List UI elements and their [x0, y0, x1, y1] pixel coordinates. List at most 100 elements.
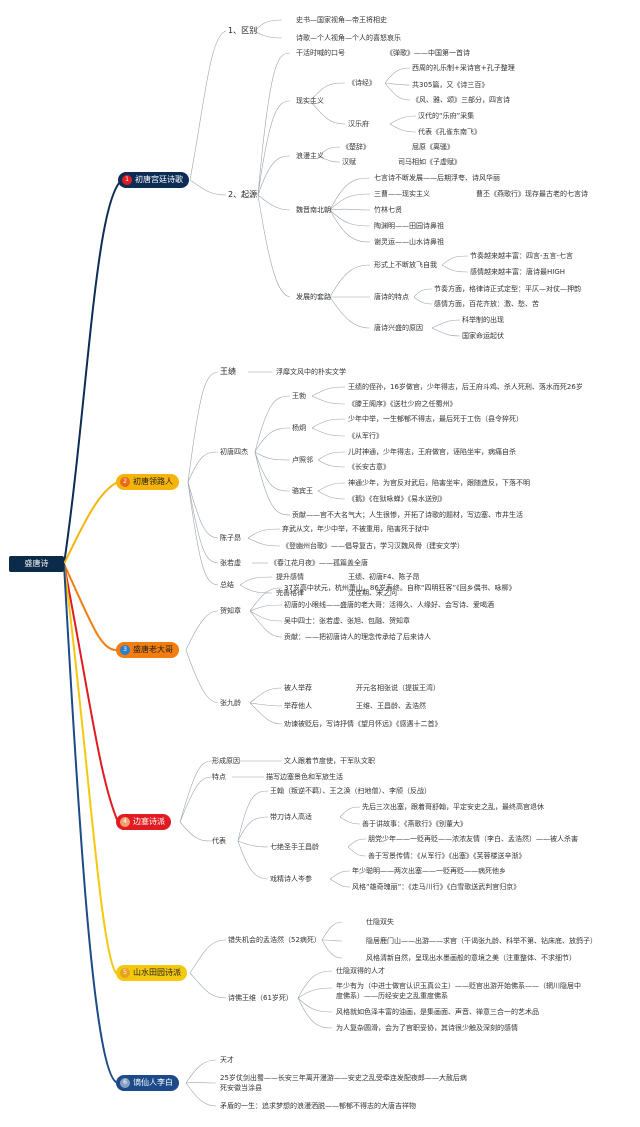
s6-c: 矛盾的一生：追求梦想的浪漫洒脱——郁郁不得志的大唐吉祥物	[220, 1102, 416, 1110]
s2-yang-b: 《从军行》	[348, 432, 383, 440]
s1-shijing-a: 西周的礼乐制+采诗官+孔子整理	[412, 64, 515, 72]
s2-yang: 杨炯	[292, 424, 306, 432]
s2-yang-a: 少年中举，一生郁郁不得志，最后死于工伤（县令猝死）	[348, 415, 523, 423]
s2-wangbo-b: 《滕王阁序》《送杜少府之任蜀州》	[348, 400, 457, 408]
s3-he: 贺知章	[220, 607, 241, 615]
s1-form: 形式上不断放飞自我	[374, 261, 437, 269]
s1-form-b: 感情越来越丰富：唐诗最HIGH	[470, 268, 566, 276]
s2-lu-a: 儿时神通，少年得志，王府做官，诬陷坐牢，病痛自杀	[348, 448, 516, 456]
s2-sum-b: 完善格律	[276, 589, 304, 597]
s2-sum-b2: 沈佺期、宋之问	[348, 589, 397, 597]
section-5-title: 山水田园诗派	[133, 968, 181, 977]
s1-form-a: 节奏越来越丰富：四言-五言-七言	[470, 252, 574, 260]
s2-zhang-a: 《春江花月夜》——孤篇盖全唐	[270, 559, 368, 567]
s3-zjl-c: 劝谏被贬后，写诗抒情《望月怀远》《感遇十二首》	[284, 720, 442, 728]
s1-dev: 发展的套路	[296, 293, 331, 301]
s1-hanfu: 汉赋	[342, 158, 356, 166]
s5-mhr-c: 风格清新自然，呈现出水墨画般的意境之美（注重整体、不求细节）	[366, 954, 576, 962]
s4-cause: 形成原因	[212, 757, 240, 765]
section-1-title: 初唐宫廷诗歌	[135, 175, 183, 184]
s4-feat: 特点	[212, 773, 226, 781]
s1-why-b: 国家命运起伏	[462, 332, 504, 340]
s1-slogan-a: 《弹歌》——中国第一首诗	[386, 49, 470, 57]
s1-why-a: 科举制的出现	[462, 316, 504, 324]
s4-wcl-a: 朋党少年——一贬再贬——浓浓友情（李白、孟浩然）——被人杀害	[368, 835, 578, 843]
s2-lu: 卢照邻	[292, 456, 313, 464]
s3-he-a: 37岁高中状元，杭州萧山，86岁寿终。自称“四明狂客”《回乡偶书、咏柳》	[284, 584, 516, 592]
s3-he-b: 初唐的小眼线——盛唐的老大哥：活得久、人缘好、会写诗、爱喝酒	[284, 601, 494, 609]
s1-diff-b: 诗歌—个人视角—个人的喜怒哀乐	[296, 34, 401, 42]
s1-diff-a: 史书—国家视角—帝王将相史	[296, 16, 387, 24]
s3-zjl-a: 被人举荐	[284, 684, 312, 692]
s4-feat-a: 描写边塞景色和军旅生活	[266, 773, 343, 781]
s3-zjl-b: 举荐他人	[284, 702, 312, 710]
section-2-number: 2	[120, 477, 130, 487]
s5-ww-c: 风格就如色泽丰富的油画，是集画面、声音、禅意三合一的艺术品	[336, 1008, 539, 1016]
s1-chuci-a: 屈原《离骚》	[412, 143, 454, 151]
s4-cause-a: 文人跟着节度使，干军队文职	[284, 757, 375, 765]
section-3-title: 盛唐老大哥	[133, 645, 173, 654]
s5-mhr: 错失机会的孟浩然（52病死）	[228, 936, 321, 944]
s2-wangbo-a: 王绩的侄孙，16岁做官，少年得志，后王府斗鸡、杀人死刑、落水而死26岁	[348, 383, 583, 391]
section-6-title: 谪仙人李白	[133, 1078, 173, 1087]
section-6-number: 6	[120, 1078, 130, 1088]
section-5-number: 5	[120, 968, 130, 978]
s5-ww-d: 为人复杂圆滑，会为了官职妥协，其诗很少触及深刻的感情	[336, 1024, 518, 1032]
s4-cs-a: 年少聪明——两次出塞——一贬再贬——病死他乡	[352, 867, 506, 875]
s1-shijing-c: 《风、雅、颂》三部分，四言诗	[412, 96, 510, 104]
s4-gs-b: 善于讲故事：《燕歌行》《别董大》	[362, 820, 467, 828]
s6-a: 天才	[220, 1056, 234, 1064]
s1-shijing-b: 共305篇，又《诗三百》	[412, 81, 489, 89]
s4-cs: 戏精诗人岑参	[270, 875, 312, 883]
section-3-number: 3	[120, 645, 130, 655]
s2-sum-a2: 王绩、初唐F4、陈子昂	[348, 573, 420, 581]
s2-chen-b: 《登幽州台歌》——倡导复古，学习汉魏风骨（建安文学）	[282, 542, 464, 550]
s1-romantic: 浪漫主义	[296, 152, 324, 160]
root-node: 盛唐诗	[9, 556, 64, 572]
s1-realism: 现实主义	[296, 97, 324, 105]
s4-gs: 带刀诗人高适	[270, 813, 312, 821]
s1-hanyuefu-a: 汉代的“乐府”采集	[418, 112, 475, 120]
s2-wangbo: 王勃	[292, 392, 306, 400]
section-1-number: 1	[122, 175, 132, 185]
s1-hanyuefu: 汉乐府	[348, 120, 369, 128]
s1-wjnb: 魏晋南北朝	[296, 206, 331, 214]
s3-he-c: 吴中四士：张若虚、张旭、包融、贺知章	[284, 617, 410, 625]
s1-why: 唐诗兴盛的原因	[374, 324, 423, 332]
s5-ww-b2: 度佛系）——历经安史之乱重度佛系	[336, 992, 448, 1000]
s4-wcl: 七绝圣手王昌龄	[270, 843, 319, 851]
s1-tang: 唐诗的特点	[374, 293, 409, 301]
s2-luo-b: 《鹅》《在狱咏蝉》《易水送别》	[348, 495, 446, 503]
s5-mhr-b: 隐居鹿门山——出游——求官（干谒张九龄、科举不第、钻床底、放鸽子）	[366, 937, 597, 945]
s1-wjnb-a: 七言诗不断发展——后期浮夸、诗风华丽	[374, 174, 500, 182]
s3-zjl-a2: 开元名相张说（提拔王湾）	[356, 684, 440, 692]
s2-zhang: 张若虚	[220, 559, 241, 567]
s2-sum: 总结	[220, 581, 234, 589]
s1-wjnb-c: 竹林七贤	[374, 206, 402, 214]
s6-b2: 死安徽当涂县	[220, 1084, 262, 1092]
s2-chen-a: 弃武从文，年少中举，不被重用，陷害死于狱中	[282, 525, 429, 533]
s1-tang-b: 感情方面，百花齐放：激、愁、苦	[434, 300, 539, 308]
s2-chen: 陈子昂	[220, 534, 241, 542]
s4-rep-a: 王翰（叛逆不羁）、王之涣（扫地僧）、李颀（反战）	[270, 787, 431, 795]
section-4-title: 边塞诗派	[133, 817, 165, 826]
s1-diff: 1、区别	[228, 26, 258, 35]
s1-hanfu-a: 司马相如《子虚赋》	[398, 158, 461, 166]
s2-luo: 骆宾王	[292, 487, 313, 495]
s5-mhr-a: 仕隐双失	[366, 918, 394, 926]
s2-wangji-a: 浮靡文风中的朴实文学	[276, 368, 346, 376]
s5-ww-a: 仕隐双得的人才	[336, 967, 385, 975]
s2-wangji: 王绩	[220, 367, 236, 376]
s3-zjl: 张九龄	[220, 699, 241, 707]
s1-chuci: 《楚辞》	[342, 143, 370, 151]
s2-contrib: 贡献——官不大名气大；人生很惨，开拓了诗歌的题材，写边塞、市井生活	[292, 511, 523, 519]
s3-he-d: 贡献：——把初唐诗人的理念传承给了后来诗人	[284, 633, 431, 641]
s2-sum-a: 提升感情	[276, 573, 304, 581]
s2-four: 初唐四杰	[220, 448, 248, 456]
